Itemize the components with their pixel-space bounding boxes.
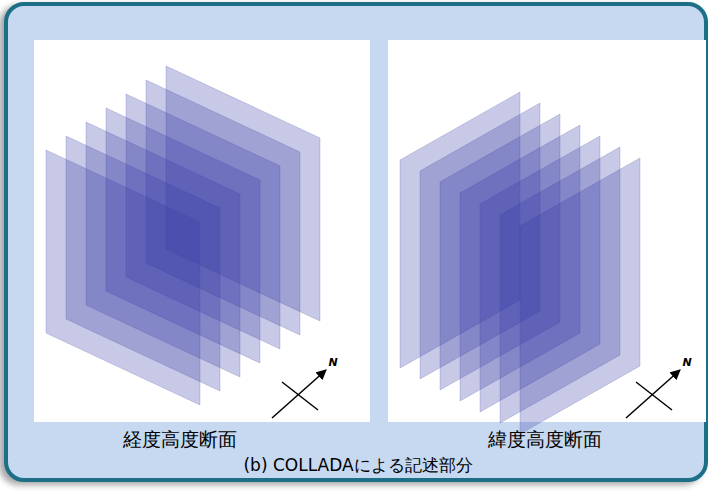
north-arrow <box>626 370 680 418</box>
north-arrow <box>272 370 326 418</box>
section-plane <box>166 66 320 321</box>
north-label: N <box>682 356 691 369</box>
caption: (b) COLLADAによる記述部分 <box>243 454 472 477</box>
north-label: N <box>328 356 337 369</box>
image-frame <box>34 40 370 422</box>
section-label: 経度高度断面 <box>123 427 237 453</box>
section-plane <box>520 158 640 434</box>
section-label: 緯度高度断面 <box>488 427 602 453</box>
